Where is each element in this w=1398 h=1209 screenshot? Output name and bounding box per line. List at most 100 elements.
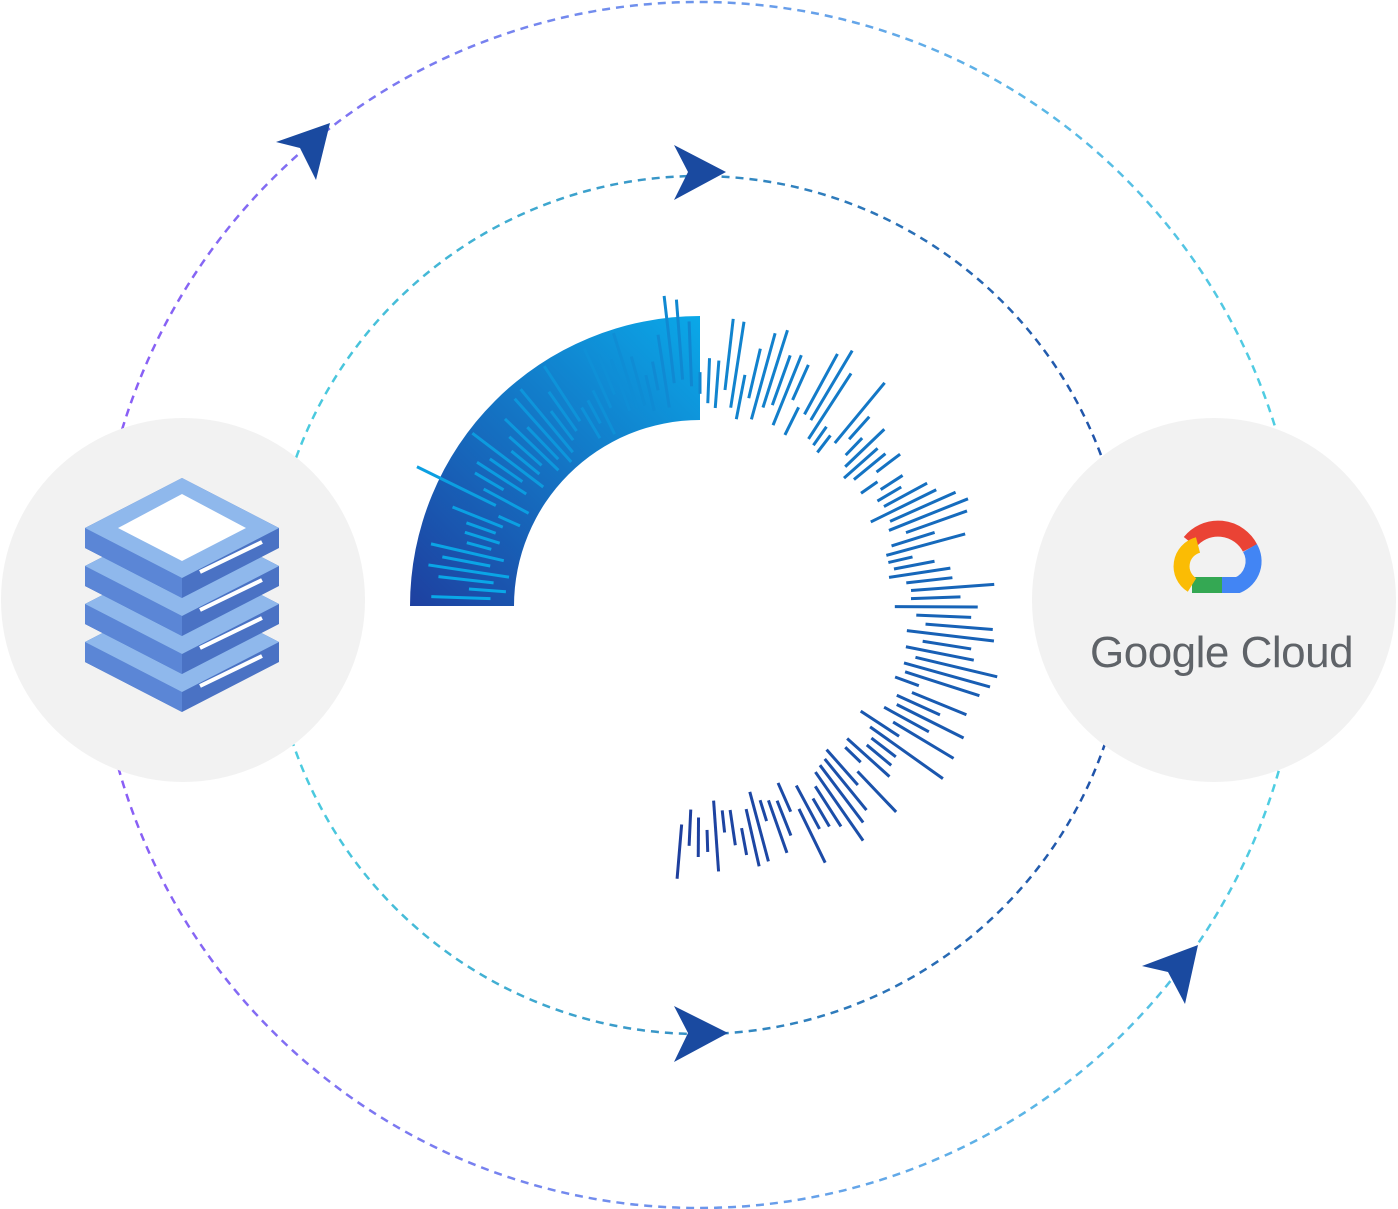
- progress-ray: [651, 361, 660, 391]
- progress-ray: [430, 542, 505, 563]
- progress-ray: [904, 670, 980, 698]
- progress-ray: [442, 555, 491, 568]
- progress-ray: [860, 480, 879, 495]
- progress-ray: [859, 709, 900, 738]
- progress-ray: [916, 613, 972, 619]
- progress-ray: [720, 810, 727, 833]
- progress-ray: [794, 784, 821, 830]
- progress-ray: [519, 388, 574, 454]
- inner-sync-loop: [268, 174, 1130, 1036]
- progress-ray: [748, 791, 770, 862]
- progress-ray: [609, 358, 632, 412]
- progress-ray: [740, 827, 749, 856]
- progress-ray: [591, 389, 617, 435]
- progress-ray: [823, 757, 868, 812]
- progress-ray: [885, 532, 966, 557]
- progress-ray: [911, 691, 967, 717]
- progress-ray: [915, 655, 998, 679]
- progress-ray: [888, 566, 951, 579]
- progress-ray: [879, 474, 904, 491]
- progress-ray: [629, 356, 647, 406]
- progress-ray: [586, 399, 602, 425]
- progress-ray: [825, 748, 859, 786]
- progress-ray: [876, 485, 902, 503]
- server-top-panel: [118, 494, 246, 561]
- arrow-icon: [674, 145, 726, 200]
- progress-ray: [809, 349, 854, 421]
- progress-ray: [705, 829, 710, 852]
- progress-ray: [922, 639, 972, 651]
- progress-ray: [833, 381, 886, 445]
- progress-ray: [767, 799, 789, 854]
- progress-ray: [734, 374, 747, 420]
- progress-ray: [747, 348, 762, 399]
- progress-ray: [761, 329, 789, 408]
- progress-ray: [749, 332, 777, 420]
- progress-ray: [775, 800, 793, 837]
- progress-ray: [856, 770, 898, 813]
- progress-ray: [814, 771, 865, 842]
- progress-ray: [848, 415, 871, 441]
- progress-ray: [674, 299, 685, 380]
- progress-ray: [597, 354, 616, 395]
- progress-ray: [925, 622, 993, 632]
- progress-ray: [797, 808, 827, 864]
- progress-ray: [489, 457, 524, 483]
- progress-ray: [612, 332, 639, 409]
- google-cloud-label: Google Cloud: [1090, 628, 1354, 677]
- progress-ray: [497, 514, 521, 528]
- progress-ray: [888, 497, 969, 532]
- progress-ray: [503, 417, 560, 472]
- progress-ray: [893, 559, 935, 571]
- progress-ray: [758, 799, 769, 822]
- progress-ray: [549, 410, 575, 442]
- progress-ray: [580, 406, 602, 439]
- progress-ray: [875, 452, 901, 474]
- google-cloud-icon: [1173, 520, 1262, 593]
- progress-ray: [729, 321, 746, 408]
- progress-ray: [542, 365, 582, 423]
- progress-rays: [416, 295, 998, 879]
- progress-ray: [728, 809, 737, 846]
- progress-ray: [883, 481, 928, 508]
- progress-ray: [451, 505, 504, 529]
- progress-ray: [803, 353, 839, 416]
- progress-ray: [888, 555, 913, 564]
- progress-arc: [410, 316, 700, 606]
- progress-ray: [846, 737, 891, 778]
- progress-ray: [844, 437, 864, 457]
- progress-ray: [675, 824, 684, 879]
- progress-ray: [905, 509, 968, 535]
- progress-ray: [870, 736, 897, 758]
- progress-ray: [869, 725, 944, 780]
- progress-ray: [466, 541, 492, 551]
- progress-ray: [482, 487, 530, 515]
- progress-ray: [713, 360, 721, 409]
- progress-ray: [910, 582, 995, 592]
- progress-ray: [687, 809, 693, 846]
- progress-ray: [783, 406, 800, 436]
- progress-ray: [891, 531, 936, 548]
- progress-ray: [818, 764, 865, 824]
- source-node: [1, 418, 365, 782]
- progress-ray: [896, 693, 941, 717]
- progress-ray: [416, 465, 497, 507]
- progress-ray: [844, 746, 862, 764]
- progress-ray: [906, 629, 995, 643]
- progress-ray: [865, 743, 893, 767]
- progress-ray: [903, 661, 991, 689]
- progress-ray: [744, 808, 761, 867]
- arrow-icon: [276, 123, 330, 180]
- progress-ray: [896, 703, 965, 740]
- progress-ray: [526, 426, 560, 461]
- progress-ray: [812, 425, 828, 447]
- progress-ray: [471, 432, 545, 489]
- progress-ray: [431, 595, 491, 601]
- progress-ray: [656, 334, 671, 408]
- target-node: [1032, 418, 1396, 782]
- progress-ray: [892, 720, 955, 760]
- progress-ray: [776, 782, 793, 813]
- progress-ray: [870, 488, 937, 524]
- progress-ray: [807, 372, 853, 440]
